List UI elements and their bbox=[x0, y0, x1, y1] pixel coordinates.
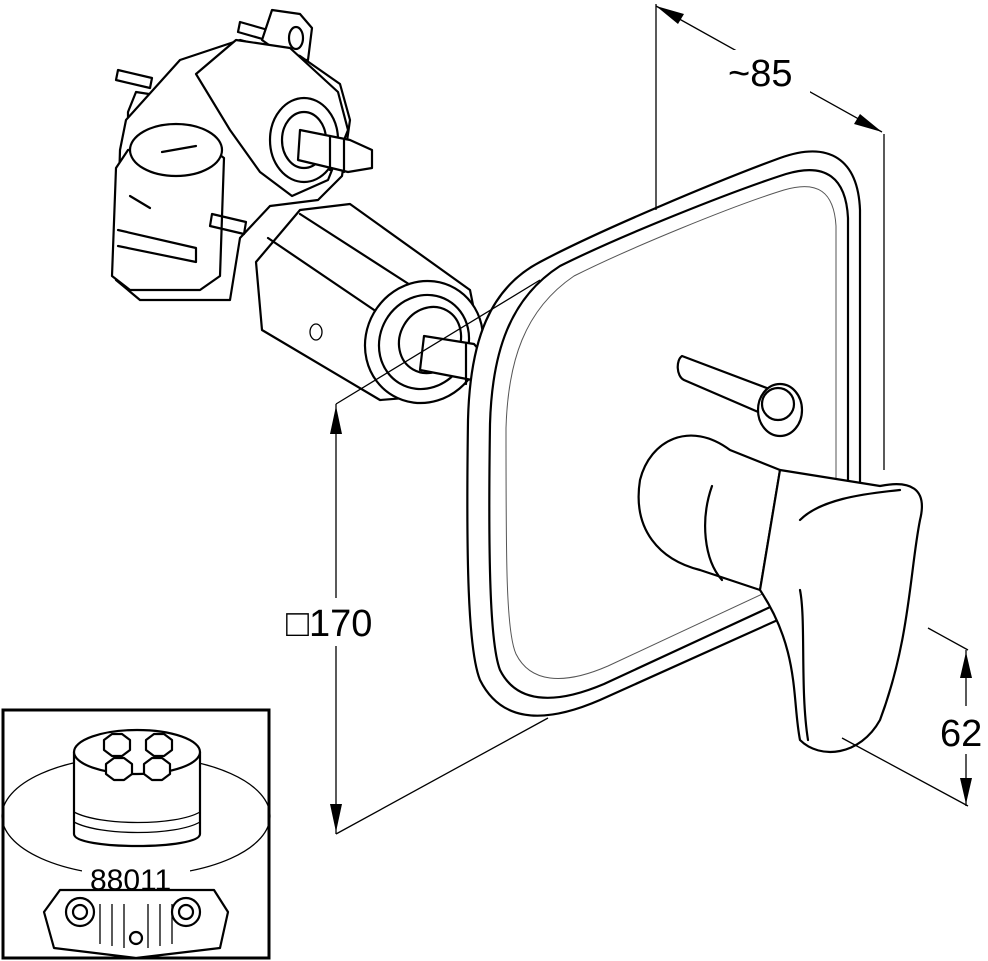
dimension-lever-height: 62 bbox=[841, 627, 988, 807]
plate-square-label: □170 bbox=[286, 603, 372, 645]
dimension-depth: ~85 bbox=[655, 4, 885, 470]
depth-label: ~85 bbox=[728, 53, 792, 95]
lever-handle bbox=[637, 434, 923, 754]
lever-height-label: 62 bbox=[940, 713, 982, 755]
dimension-plate-square: □170 bbox=[280, 279, 549, 835]
diverter-knob bbox=[676, 354, 804, 438]
inset-base bbox=[42, 888, 230, 960]
cartridge-cylinder bbox=[254, 202, 490, 405]
inset-box: 88011 bbox=[1, 708, 271, 960]
inset-nuts bbox=[102, 732, 174, 782]
rough-in-valve-body bbox=[110, 8, 374, 302]
